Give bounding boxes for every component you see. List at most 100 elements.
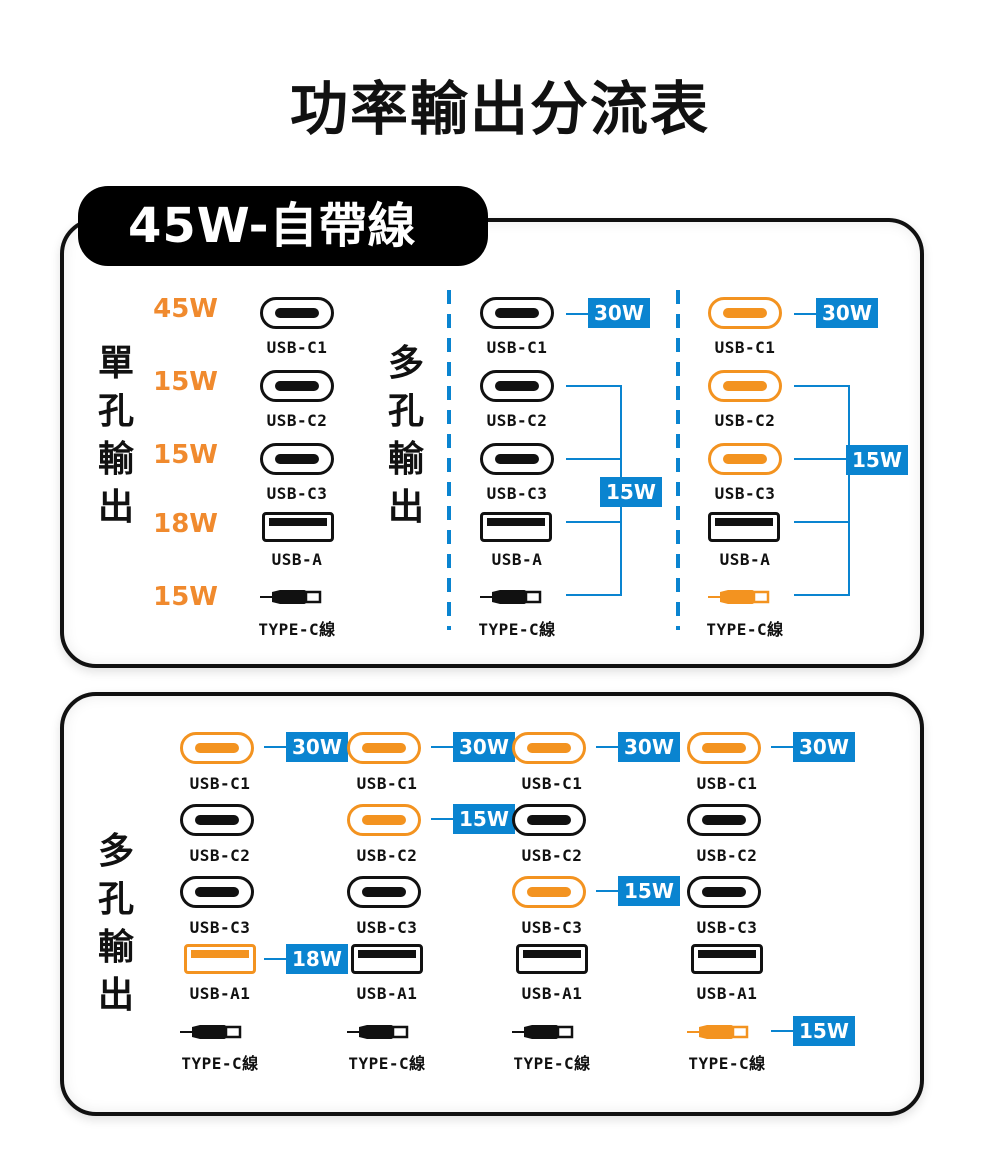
port-label: USB-A1 bbox=[521, 984, 583, 1003]
port-label: USB-A1 bbox=[189, 984, 251, 1003]
connector-line bbox=[264, 746, 286, 748]
type-c-cable-icon bbox=[512, 1020, 582, 1044]
multi-output-label-2: 多孔輸出 bbox=[97, 831, 134, 1016]
usb-c-port-icon bbox=[347, 804, 421, 836]
connector-line bbox=[264, 958, 286, 960]
watt-badge: 15W bbox=[793, 1016, 855, 1046]
port-slot bbox=[495, 454, 539, 464]
single-watt-label: 15W bbox=[153, 367, 218, 397]
port-label: USB-C2 bbox=[696, 846, 758, 865]
port-slot bbox=[723, 308, 767, 318]
port-slot bbox=[358, 950, 416, 958]
watt-badge: 30W bbox=[453, 732, 515, 762]
port-slot bbox=[362, 887, 406, 897]
port-slot bbox=[362, 743, 406, 753]
port-slot bbox=[275, 308, 319, 318]
type-c-cable-icon bbox=[480, 585, 550, 609]
port-label: USB-A1 bbox=[356, 984, 418, 1003]
port-label: USB-C2 bbox=[714, 411, 776, 430]
usb-c-port-icon bbox=[708, 297, 782, 329]
connector-line bbox=[566, 313, 588, 315]
usb-c-port-icon bbox=[260, 297, 334, 329]
port-slot bbox=[723, 381, 767, 391]
usb-c-port-icon bbox=[480, 370, 554, 402]
usb-c-port-icon bbox=[180, 804, 254, 836]
usb-c-port-icon bbox=[687, 804, 761, 836]
port-label: USB-C3 bbox=[356, 918, 418, 937]
port-label: USB-C1 bbox=[714, 338, 776, 357]
watt-badge: 30W bbox=[618, 732, 680, 762]
usb-c-port-icon bbox=[260, 370, 334, 402]
port-label: TYPE-C線 bbox=[258, 620, 336, 639]
usb-a-port-icon bbox=[262, 512, 334, 542]
page-title: 功率輸出分流表 bbox=[289, 75, 710, 143]
usb-c-port-icon bbox=[347, 876, 421, 908]
port-label: USB-C1 bbox=[521, 774, 583, 793]
usb-c-port-icon bbox=[512, 876, 586, 908]
port-slot bbox=[275, 454, 319, 464]
usb-c-port-icon bbox=[180, 876, 254, 908]
port-label: USB-C3 bbox=[266, 484, 328, 503]
usb-c-port-icon bbox=[687, 876, 761, 908]
port-label: USB-C3 bbox=[714, 484, 776, 503]
port-label: TYPE-C線 bbox=[688, 1054, 766, 1073]
connector-line bbox=[596, 890, 618, 892]
port-label: USB-A bbox=[719, 550, 771, 569]
watt-badge: 15W bbox=[453, 804, 515, 834]
single-watt-label: 15W bbox=[153, 582, 218, 612]
port-label: USB-A bbox=[491, 550, 543, 569]
port-slot bbox=[195, 815, 239, 825]
connector-line bbox=[566, 521, 620, 523]
watt-badge: 30W bbox=[286, 732, 348, 762]
connector-line bbox=[596, 746, 618, 748]
usb-c-port-icon bbox=[512, 804, 586, 836]
port-slot bbox=[195, 887, 239, 897]
type-c-cable-icon bbox=[708, 585, 778, 609]
port-slot bbox=[527, 887, 571, 897]
usb-c-port-icon bbox=[687, 732, 761, 764]
multi-output-label: 多孔輸出 bbox=[387, 343, 424, 528]
port-slot bbox=[523, 950, 581, 958]
port-slot bbox=[275, 381, 319, 391]
type-c-cable-icon bbox=[687, 1020, 757, 1044]
port-label: USB-C2 bbox=[266, 411, 328, 430]
connector-line bbox=[566, 458, 620, 460]
usb-c-port-icon bbox=[708, 443, 782, 475]
port-label: USB-C2 bbox=[486, 411, 548, 430]
connector-line bbox=[771, 746, 793, 748]
connector-line bbox=[431, 746, 453, 748]
port-slot bbox=[195, 743, 239, 753]
port-label: USB-C2 bbox=[189, 846, 251, 865]
usb-a-port-icon bbox=[184, 944, 256, 974]
port-label: USB-C3 bbox=[521, 918, 583, 937]
port-label: TYPE-C線 bbox=[513, 1054, 591, 1073]
usb-a-port-icon bbox=[480, 512, 552, 542]
port-label: TYPE-C線 bbox=[348, 1054, 426, 1073]
port-slot bbox=[702, 887, 746, 897]
port-label: USB-A1 bbox=[696, 984, 758, 1003]
usb-c-port-icon bbox=[180, 732, 254, 764]
usb-c-port-icon bbox=[512, 732, 586, 764]
connector-line bbox=[794, 313, 816, 315]
port-label: USB-C3 bbox=[189, 918, 251, 937]
connector-line bbox=[566, 594, 620, 596]
dashed-divider bbox=[676, 290, 680, 630]
port-label: USB-C2 bbox=[356, 846, 418, 865]
type-c-cable-icon bbox=[347, 1020, 417, 1044]
usb-c-port-icon bbox=[260, 443, 334, 475]
connector-line bbox=[794, 521, 848, 523]
port-slot bbox=[495, 308, 539, 318]
usb-c-port-icon bbox=[347, 732, 421, 764]
port-slot bbox=[698, 950, 756, 958]
port-label: USB-C1 bbox=[486, 338, 548, 357]
port-label: USB-C3 bbox=[696, 918, 758, 937]
watt-badge: 15W bbox=[600, 477, 662, 507]
port-label: USB-C2 bbox=[521, 846, 583, 865]
connector-line bbox=[566, 385, 620, 387]
port-label: USB-C1 bbox=[356, 774, 418, 793]
usb-a-port-icon bbox=[351, 944, 423, 974]
watt-badge: 18W bbox=[286, 944, 348, 974]
port-slot bbox=[487, 518, 545, 526]
usb-a-port-icon bbox=[691, 944, 763, 974]
port-label: TYPE-C線 bbox=[478, 620, 556, 639]
